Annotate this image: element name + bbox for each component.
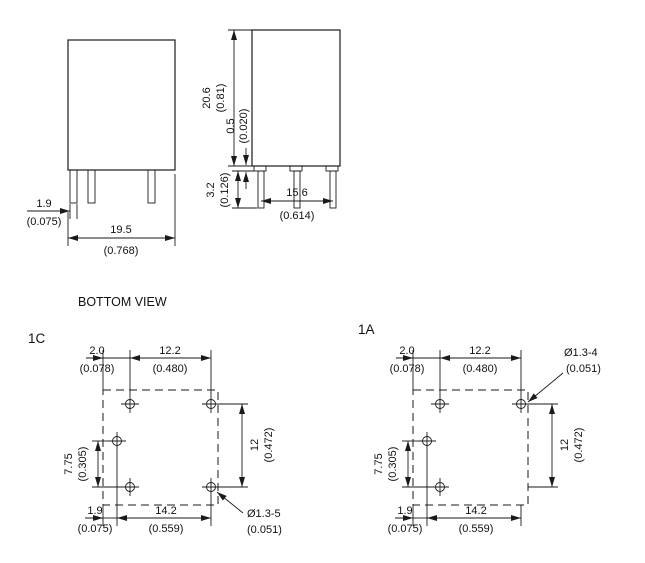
dimension-1c-left: 7.75 (0.305) <box>63 440 121 488</box>
side-standoff-1 <box>253 165 267 172</box>
dim-1a-pitch-top-mm: 12.2 <box>469 345 490 357</box>
dim-1a-edge-top-in: (0.078) <box>390 363 425 375</box>
side-pin-span-mm: 15.6 <box>286 187 307 199</box>
front-pin-offset-dimension: 1.9 (0.075) <box>27 198 78 228</box>
dimension-1a-top: 2.0 (0.078) 12.2 (0.480) <box>390 345 522 395</box>
pin-hole <box>511 394 531 414</box>
front-width-dimension: 19.5 (0.768) <box>67 174 176 257</box>
dim-1c-pitch-top-in: (0.480) <box>153 363 188 375</box>
footprint-outline-1c <box>102 389 219 506</box>
dim-1c-edge-bottom-in: (0.075) <box>78 523 113 535</box>
dim-1a-edge-bottom-in: (0.075) <box>388 523 423 535</box>
dim-1a-pitch-right-in: (0.472) <box>573 428 585 463</box>
front-pin-3 <box>147 169 156 204</box>
dimension-1c-right: 12 (0.472) <box>220 403 275 488</box>
side-view: 20.6 (0.81) 0.5 (0.020) 3.2 (0.126) 15.6… <box>201 29 341 222</box>
dim-1a-pitch-right-mm: 12 <box>559 439 571 451</box>
dim-1a-hole-mm: Ø1.3-4 <box>564 347 598 359</box>
dim-1c-pitch-left-in: (0.305) <box>77 447 89 482</box>
dim-1a-pitch-left-in: (0.305) <box>387 447 399 482</box>
dim-1c-hole-mm: Ø1.3-5 <box>247 508 281 520</box>
side-height-mm: 20.6 <box>201 87 213 108</box>
dimension-1a-right: 12 (0.472) <box>528 403 585 488</box>
front-pin-offset-in: (0.075) <box>27 216 62 228</box>
front-pin-offset-mm: 1.9 <box>36 198 51 210</box>
callout-1c-hole: Ø1.3-5 (0.051) <box>216 491 282 536</box>
front-view: 1.9 (0.075) 19.5 (0.768) <box>27 39 176 257</box>
front-body <box>67 39 176 171</box>
side-standoff-in: (0.020) <box>238 109 250 144</box>
side-height-dimension: 20.6 (0.81) <box>201 29 252 167</box>
dimension-1a-left: 7.75 (0.305) <box>373 440 431 488</box>
pin-hole <box>120 394 140 414</box>
dim-1a-pitch-top-in: (0.480) <box>463 363 498 375</box>
dimension-1c-top: 2.0 (0.078) 12.2 (0.480) <box>80 345 212 395</box>
front-pin-1 <box>69 169 78 204</box>
pin-hole <box>107 431 127 451</box>
pin-hole <box>201 394 221 414</box>
pin-hole <box>430 394 450 414</box>
pin-hole <box>417 431 437 451</box>
side-pin-length-mm: 3.2 <box>205 182 217 197</box>
callout-1a-hole: Ø1.3-4 (0.051) <box>527 347 601 403</box>
footprint-outline-1a <box>412 389 529 506</box>
pin-hole <box>201 477 221 497</box>
side-pin-length-dimension: 3.2 (0.126) <box>205 171 257 209</box>
dim-1c-pitch-left-mm: 7.75 <box>63 453 75 474</box>
dim-1c-pitch-top-mm: 12.2 <box>159 345 180 357</box>
dim-1c-pitch-bottom-mm: 14.2 <box>155 505 176 517</box>
dim-1a-edge-top-mm: 2.0 <box>399 345 414 357</box>
side-height-in: (0.81) <box>215 84 227 113</box>
side-pin-span-dimension: 15.6 (0.614) <box>261 187 333 222</box>
bottom-view-1c: 2.0 (0.078) 12.2 (0.480) 7.75 (0.305) 12… <box>63 345 282 536</box>
side-pin-length-in: (0.126) <box>219 173 231 208</box>
bottom-view-1a: 2.0 (0.078) 12.2 (0.480) 7.75 (0.305) 12… <box>373 345 601 535</box>
dim-1c-edge-top-mm: 2.0 <box>89 345 104 357</box>
dim-1c-edge-bottom-mm: 1.9 <box>87 505 102 517</box>
side-standoff-2 <box>289 165 303 172</box>
bottom-view-title: BOTTOM VIEW <box>78 295 167 309</box>
dim-1c-pitch-right-in: (0.472) <box>263 428 275 463</box>
side-pin-1 <box>257 170 265 209</box>
dim-1a-edge-bottom-mm: 1.9 <box>397 505 412 517</box>
side-standoff-3 <box>325 165 339 172</box>
variant-1a-label: 1A <box>358 322 375 337</box>
dim-1c-pitch-right-mm: 12 <box>249 439 261 451</box>
dim-1a-pitch-bottom-in: (0.559) <box>459 523 494 535</box>
dim-1c-edge-top-in: (0.078) <box>80 363 115 375</box>
dimension-1a-bottom: 1.9 (0.075) 14.2 (0.559) <box>388 450 522 535</box>
dim-1a-pitch-left-mm: 7.75 <box>373 453 385 474</box>
dim-1c-pitch-bottom-in: (0.559) <box>149 523 184 535</box>
side-pin-2 <box>293 170 301 209</box>
pin-hole <box>120 477 140 497</box>
variant-1c-label: 1C <box>28 331 46 346</box>
front-width-mm: 19.5 <box>110 224 131 236</box>
side-standoff-mm: 0.5 <box>225 118 237 133</box>
side-body <box>251 29 341 167</box>
dimension-1c-bottom: 1.9 (0.075) 14.2 (0.559) <box>78 450 212 535</box>
dim-1a-pitch-bottom-mm: 14.2 <box>465 505 486 517</box>
dim-1a-hole-in: (0.051) <box>566 363 601 375</box>
front-pin-2 <box>87 169 96 204</box>
dim-1c-hole-in: (0.051) <box>247 524 282 536</box>
pin-hole <box>430 477 450 497</box>
side-pin-3 <box>329 170 337 209</box>
front-width-in: (0.768) <box>104 245 139 257</box>
side-pin-span-in: (0.614) <box>280 210 315 222</box>
